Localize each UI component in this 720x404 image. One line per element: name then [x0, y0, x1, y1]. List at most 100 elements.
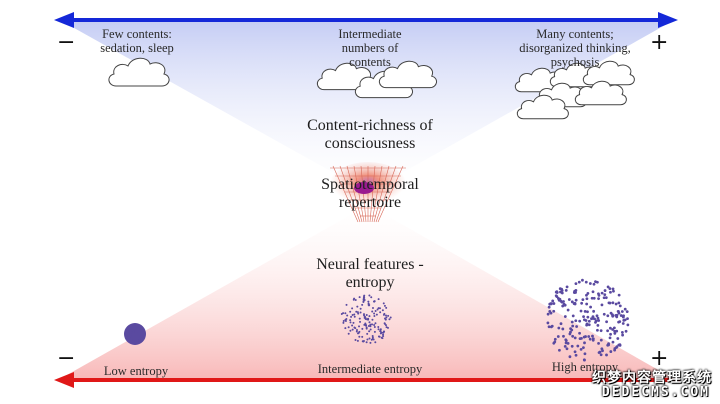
particle	[613, 331, 617, 335]
particle	[370, 296, 373, 299]
particle	[591, 315, 595, 319]
particle	[374, 309, 377, 312]
particle	[608, 287, 612, 291]
particle	[574, 282, 578, 285]
neural-features-title: Neural features - entropy	[316, 256, 424, 291]
bottom-fan	[58, 205, 676, 380]
particle	[554, 294, 558, 298]
particle	[585, 322, 589, 326]
particle	[576, 344, 580, 348]
particle	[574, 319, 578, 323]
particle	[561, 327, 565, 331]
particle	[361, 335, 364, 338]
particle	[595, 280, 599, 284]
particle	[383, 330, 386, 333]
particle	[127, 335, 131, 339]
particle	[369, 325, 372, 328]
spatiotemporal-repertoire-label: Spatiotemporal repertoire	[321, 176, 419, 211]
particle	[596, 316, 600, 320]
particle	[383, 304, 386, 307]
low-entropy-particle-icon	[124, 323, 146, 345]
particle	[571, 324, 575, 328]
particle	[596, 323, 600, 327]
particle	[354, 327, 357, 330]
bottom-plus-sign: +	[650, 346, 669, 371]
particle	[366, 332, 369, 335]
bottom-arrow-left-head	[54, 372, 74, 388]
watermark-line2: DEDECMS.COM	[601, 385, 710, 400]
particle	[369, 323, 372, 326]
bottom-minus-sign: −	[57, 346, 76, 371]
particle	[371, 310, 374, 313]
particle	[600, 291, 604, 295]
particle	[374, 322, 377, 325]
particle	[389, 316, 392, 319]
particle	[620, 330, 624, 334]
particle	[351, 307, 354, 310]
particle	[386, 326, 389, 329]
particle	[617, 293, 621, 297]
particle	[622, 314, 625, 318]
particle	[571, 334, 575, 338]
particle	[362, 340, 365, 343]
particle	[568, 355, 572, 359]
particle	[581, 278, 584, 282]
particle	[579, 309, 583, 313]
particle	[363, 294, 366, 297]
particle	[587, 335, 591, 338]
particle	[605, 320, 608, 324]
particle	[552, 309, 556, 313]
clouds-group	[108, 57, 635, 120]
particle	[591, 290, 595, 294]
particle	[368, 330, 371, 333]
particle	[589, 305, 592, 309]
particle	[131, 340, 135, 344]
particle	[356, 305, 359, 308]
particle	[566, 341, 570, 345]
particle	[585, 297, 589, 301]
particle	[358, 325, 361, 328]
particle	[378, 335, 381, 338]
particle	[607, 301, 611, 305]
particle	[379, 329, 382, 332]
particle	[342, 319, 345, 322]
particle	[562, 334, 565, 338]
particle	[624, 329, 628, 333]
particle	[546, 312, 550, 316]
particle	[582, 315, 585, 319]
top-fan	[58, 19, 676, 192]
particle	[603, 293, 607, 297]
particle	[565, 347, 569, 351]
particle	[597, 297, 600, 301]
particle	[563, 315, 567, 318]
particle	[618, 320, 622, 324]
top-arrow-left-head	[54, 12, 74, 28]
particle	[584, 280, 588, 284]
particle	[578, 319, 582, 323]
particle	[381, 309, 384, 312]
particle	[608, 336, 612, 340]
particle	[609, 350, 613, 353]
high-entropy-cluster	[546, 278, 630, 362]
particle	[570, 344, 574, 348]
particle	[623, 307, 627, 311]
content-richness-title: Content-richness of consciousness	[307, 117, 433, 152]
particle	[130, 336, 134, 340]
particle	[369, 328, 372, 331]
particle	[352, 298, 355, 301]
particle	[587, 323, 591, 327]
particle	[364, 322, 367, 325]
cloud-icon	[108, 57, 170, 87]
particle	[374, 341, 377, 344]
particle	[363, 296, 366, 299]
particle	[573, 302, 577, 306]
intermediate-entropy-cluster	[340, 294, 392, 344]
cloud-icon	[516, 94, 569, 120]
mesh-network-icon	[330, 162, 406, 223]
particle	[617, 301, 621, 305]
particle	[359, 307, 362, 310]
particle	[344, 320, 347, 323]
particle	[558, 348, 561, 352]
particle	[604, 296, 608, 300]
particle	[384, 314, 387, 317]
